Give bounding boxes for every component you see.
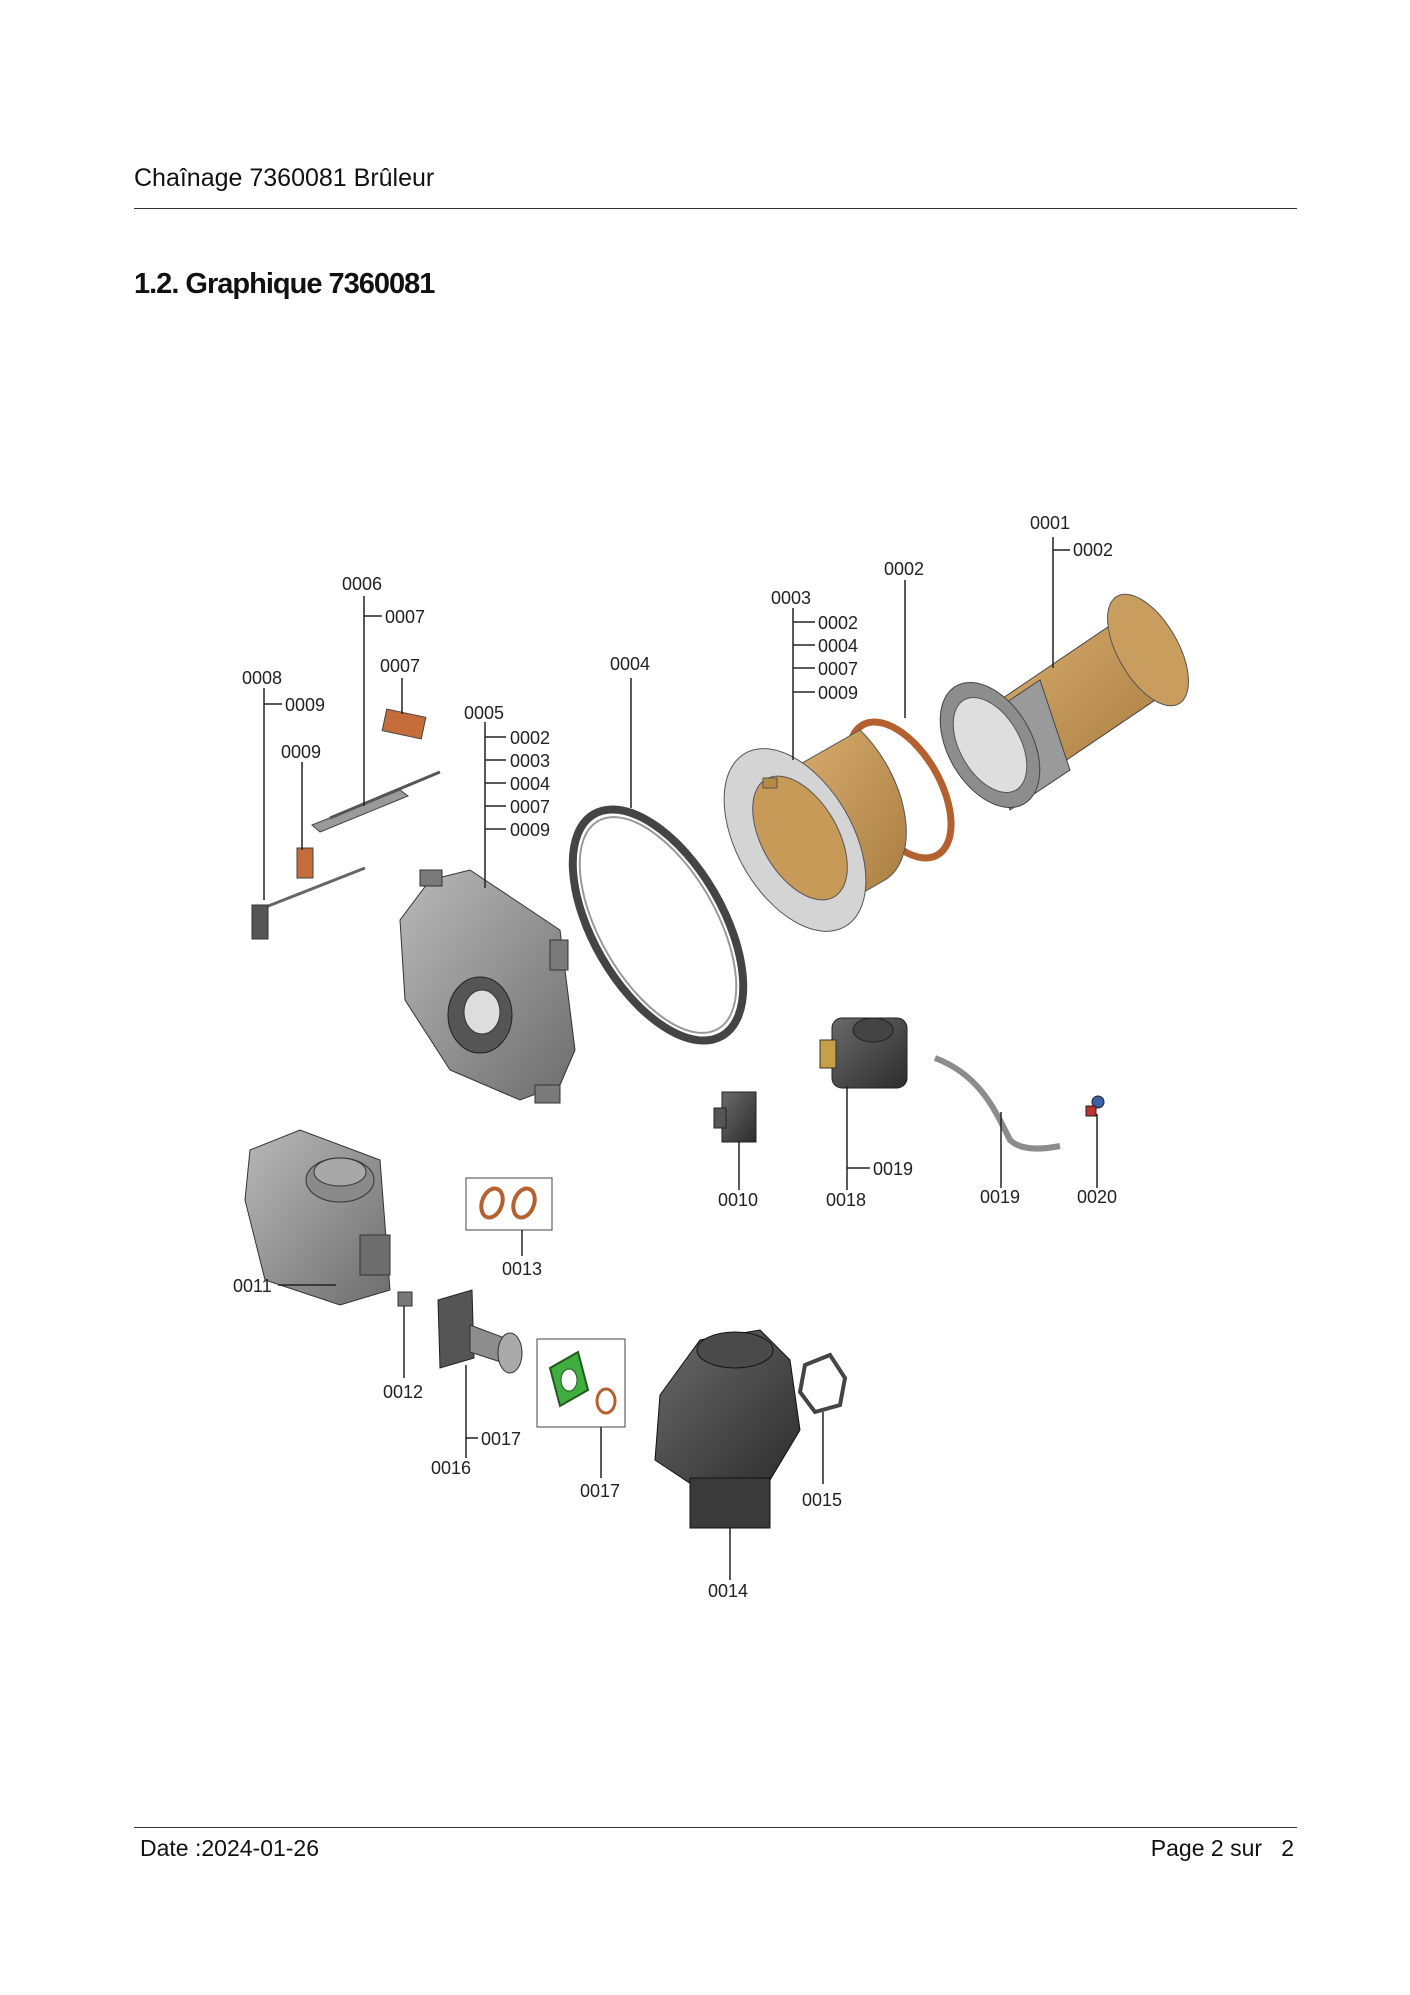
callout-0013: 0013 (502, 1259, 542, 1279)
burner-flange-part (399, 869, 576, 1104)
callout-0018-sub-1: 0019 (873, 1159, 913, 1179)
callout-0019: 0019 (980, 1187, 1020, 1207)
header-divider (134, 208, 1297, 209)
callout-0003-sub-1: 0002 (818, 613, 858, 633)
ignition-electrode-part (311, 770, 441, 833)
solenoid-coil-part (819, 1017, 908, 1089)
callout-0020: 0020 (1077, 1187, 1117, 1207)
callout-0007: 0007 (380, 656, 420, 676)
footer-date: Date :2024-01-26 (140, 1835, 320, 1861)
o-ring-set-part (465, 1177, 553, 1231)
large-seal-ring-part (568, 805, 748, 1045)
callout-0006-sub-1: 0007 (385, 607, 425, 627)
callout-0012: 0012 (383, 1382, 423, 1402)
page-total: 2 (1281, 1835, 1294, 1861)
callout-0005-sub-5: 0009 (510, 820, 550, 840)
footer-divider (134, 1827, 1297, 1828)
callout-0016: 0016 (431, 1458, 471, 1478)
callout-0005-sub-1: 0002 (510, 728, 550, 748)
insulation-ring-part (723, 729, 907, 932)
callout-0004: 0004 (610, 654, 650, 674)
document-header-title: Chaînage 7360081 Brûleur (134, 164, 435, 192)
gas-valve-part (244, 1129, 391, 1306)
gasket-set-part (536, 1338, 626, 1428)
callout-0011: 0011 (233, 1276, 272, 1296)
connector-part (713, 1091, 757, 1143)
ionisation-electrode-part (251, 866, 366, 940)
callout-0003: 0003 (771, 588, 811, 608)
fan-gasket-part (797, 1352, 848, 1415)
callout-0005-sub-3: 0004 (510, 774, 550, 794)
callout-0018: 0018 (826, 1190, 866, 1210)
callout-0017: 0017 (580, 1481, 620, 1501)
leader-lines (263, 537, 1098, 1580)
callout-0014: 0014 (708, 1581, 748, 1601)
sensor-part (1085, 1095, 1105, 1117)
footer-page-number: Page 2 sur 2 (1151, 1835, 1294, 1862)
callout-0010: 0010 (718, 1190, 758, 1210)
flange-adapter-part (437, 1289, 523, 1374)
callout-0003-sub-4: 0009 (818, 683, 858, 703)
callout-0005: 0005 (464, 703, 504, 723)
callout-0005-sub-2: 0003 (510, 751, 550, 771)
ionisation-gasket-part (296, 847, 314, 879)
callout-0003-sub-3: 0007 (818, 659, 858, 679)
section-title: 1.2. Graphique 7360081 (134, 268, 435, 300)
callout-0015: 0015 (802, 1490, 842, 1510)
callout-0005-sub-4: 0007 (510, 797, 550, 817)
callout-0001-sub: 0002 (1073, 540, 1113, 560)
clip-part (397, 1291, 413, 1307)
callout-0001: 0001 (1030, 513, 1070, 533)
callout-0003-sub-2: 0004 (818, 636, 858, 656)
electrode-gasket-part (381, 708, 427, 740)
fan-part (654, 1329, 801, 1529)
callout-labels: 0001 0002 0002 0003 0002 0004 0007 0009 … (233, 513, 1117, 1601)
callout-0008-sub-1: 0009 (285, 695, 325, 715)
cable-part (933, 1055, 1061, 1152)
callout-0002: 0002 (884, 559, 924, 579)
callout-0009: 0009 (281, 742, 321, 762)
callout-0016-sub-1: 0017 (481, 1429, 521, 1449)
callout-0008: 0008 (242, 668, 282, 688)
callout-0006: 0006 (342, 574, 382, 594)
burner-tube-part (939, 593, 1189, 811)
page-prefix: Page 2 sur (1150, 1835, 1263, 1861)
